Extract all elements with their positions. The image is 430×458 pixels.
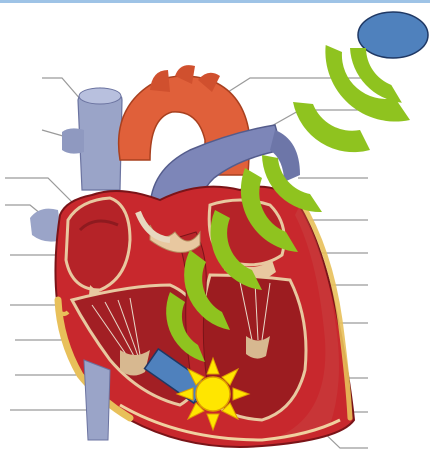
inferior-vena-cava bbox=[84, 360, 110, 440]
heart-detail bbox=[150, 70, 170, 92]
heart-detail bbox=[62, 128, 84, 153]
heart-detail bbox=[60, 312, 68, 314]
heart-detail bbox=[196, 377, 230, 411]
heart-detail bbox=[79, 88, 121, 104]
oval-button[interactable] bbox=[358, 12, 428, 58]
sun-icon bbox=[177, 358, 249, 430]
